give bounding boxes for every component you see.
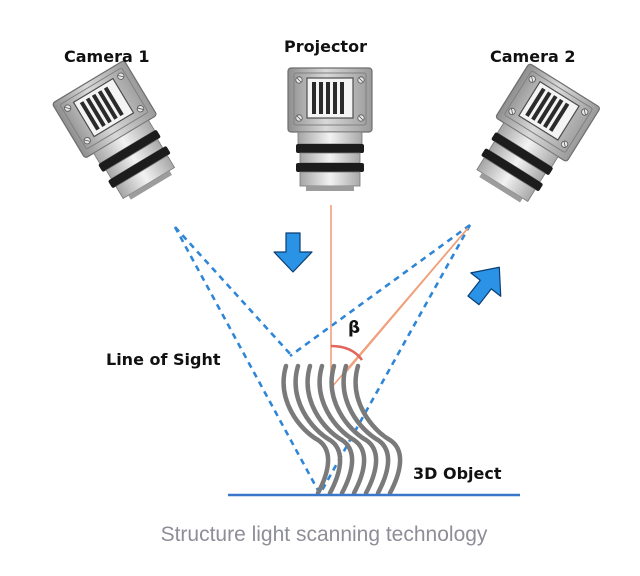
camera1-label: Camera 1 (64, 47, 149, 66)
object-label: 3D Object (413, 464, 502, 483)
reflected-ray-2 (345, 227, 469, 373)
camera2-label: Camera 2 (490, 47, 575, 66)
beta-angle-arc (330, 344, 364, 361)
camera1-left-ray (173, 226, 322, 495)
camera-icon (51, 59, 189, 210)
projector-label: Projector (284, 37, 367, 56)
projector-rays (330, 205, 469, 389)
camera2-upper-ray (289, 223, 471, 358)
beta-label: β (348, 318, 360, 338)
arrow-down-icon (273, 232, 313, 273)
camera2-lower-ray (318, 224, 472, 495)
object-stripes (281, 363, 403, 496)
projector (287, 67, 373, 192)
camera1 (51, 59, 189, 210)
camera2 (463, 62, 602, 213)
caption: Structure light scanning technology (161, 523, 488, 546)
arrow-up-icon (467, 266, 502, 306)
projector-icon (287, 67, 373, 192)
line-of-sight-label: Line of Sight (106, 350, 221, 369)
camera1-right-ray (174, 226, 293, 357)
camera-icon (463, 62, 602, 213)
sight-lines (173, 223, 472, 495)
